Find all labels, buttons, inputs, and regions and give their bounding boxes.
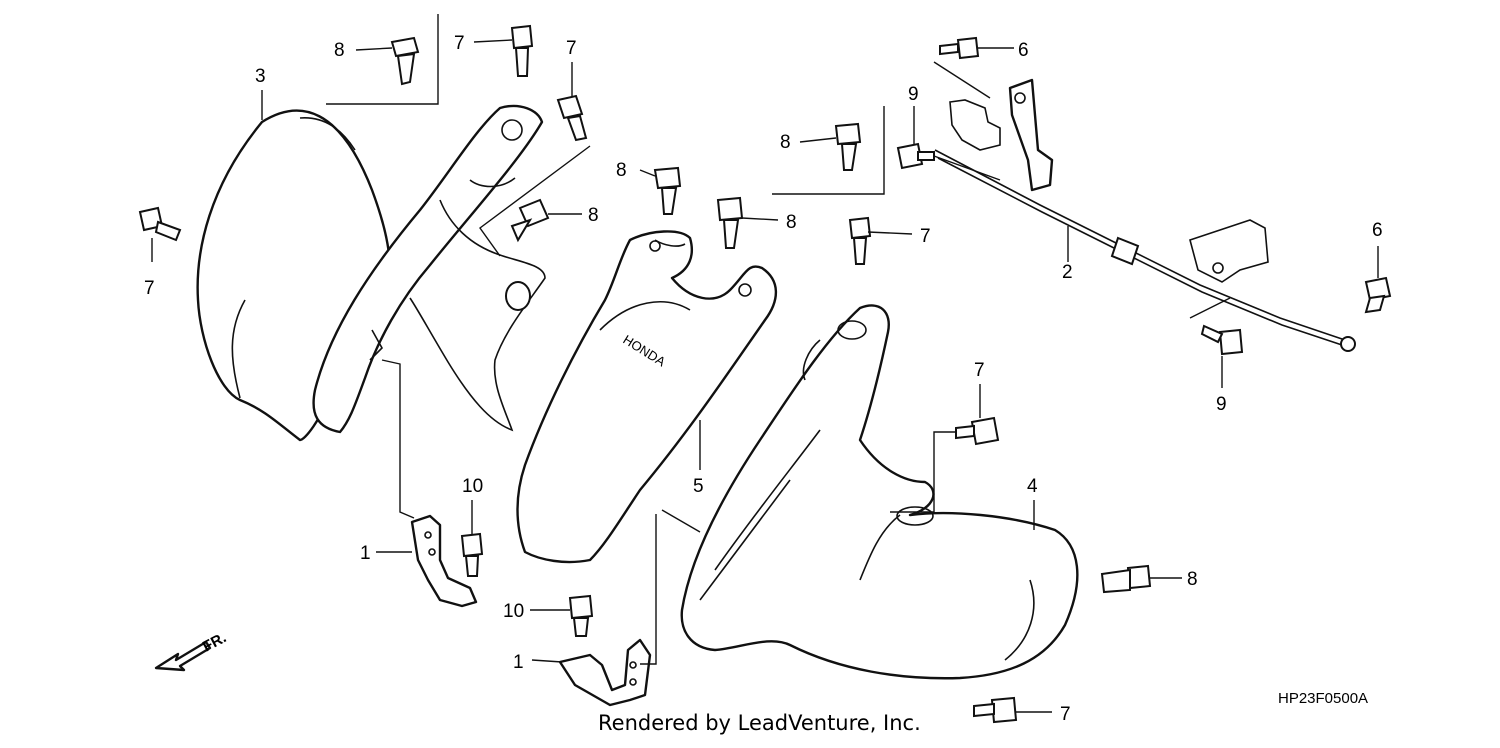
callout-8: 8: [1187, 569, 1198, 590]
callout-7: 7: [1060, 704, 1071, 725]
clip-fastener-8d[interactable]: [716, 196, 744, 249]
callout-8: 8: [616, 160, 627, 181]
callout-10: 10: [462, 476, 483, 497]
callout-7: 7: [566, 38, 577, 59]
callout-9: 9: [1216, 394, 1227, 415]
bolt-fastener-7e[interactable]: [955, 416, 1000, 446]
callout-7: 7: [920, 226, 931, 247]
callout-labels: 8 7 7 3 7 8 8 8 8 7 7 8 7 4 5 6 6 9 9 2 …: [144, 33, 1383, 725]
bolt-fastener-7f[interactable]: [973, 696, 1018, 724]
leader-lines: [151, 14, 1379, 713]
bolt-fastener-10a[interactable]: [460, 532, 484, 577]
callout-8: 8: [780, 132, 791, 153]
front-arrow-icon: [154, 640, 212, 672]
bolt-fastener-9b[interactable]: [1200, 324, 1244, 356]
callout-1: 1: [360, 543, 371, 564]
callout-8: 8: [334, 40, 345, 61]
front-direction-indicator: FR.: [154, 629, 229, 672]
headlight-bracket-part-2[interactable]: [934, 78, 1356, 352]
callout-2: 2: [1062, 262, 1073, 283]
front-fender-part-4[interactable]: [680, 304, 1079, 680]
callout-6: 6: [1372, 220, 1383, 241]
callout-7: 7: [974, 360, 985, 381]
bolt-fastener-7b[interactable]: [556, 94, 588, 142]
bolt-fastener-6b[interactable]: [1364, 276, 1392, 314]
diagram-reference-code: HP23F0500A: [1278, 690, 1368, 707]
clip-fastener-8c[interactable]: [510, 198, 550, 243]
stay-bracket-part-1a[interactable]: [410, 514, 478, 608]
render-credit: Rendered by LeadVenture, Inc.: [598, 711, 921, 735]
clip-fastener-8e[interactable]: [834, 122, 862, 171]
headlight-arm[interactable]: [312, 104, 546, 434]
clip-fastener-8b[interactable]: [653, 166, 682, 215]
stay-bracket-part-1b[interactable]: [558, 638, 652, 707]
bolt-fastener-6a[interactable]: [939, 36, 980, 60]
bolt-fastener-7c[interactable]: [138, 206, 182, 242]
callout-9: 9: [908, 84, 919, 105]
callout-5: 5: [693, 476, 704, 497]
bolt-fastener-7a[interactable]: [510, 24, 534, 77]
callout-1: 1: [513, 652, 524, 673]
clip-fastener-8a[interactable]: [390, 36, 420, 86]
callout-4: 4: [1027, 476, 1038, 497]
callout-7: 7: [454, 33, 465, 54]
callout-8: 8: [786, 212, 797, 233]
bolt-fastener-7d[interactable]: [848, 216, 872, 265]
callout-3: 3: [255, 66, 266, 87]
clip-fastener-8f[interactable]: [1100, 564, 1152, 594]
callout-7: 7: [144, 278, 155, 299]
bolt-fastener-9a[interactable]: [896, 142, 935, 170]
bolt-fastener-10b[interactable]: [568, 594, 594, 637]
callout-6: 6: [1018, 40, 1029, 61]
callout-8: 8: [588, 205, 599, 226]
front-cover-part-5[interactable]: HONDA: [516, 230, 778, 564]
callout-10: 10: [503, 601, 524, 622]
